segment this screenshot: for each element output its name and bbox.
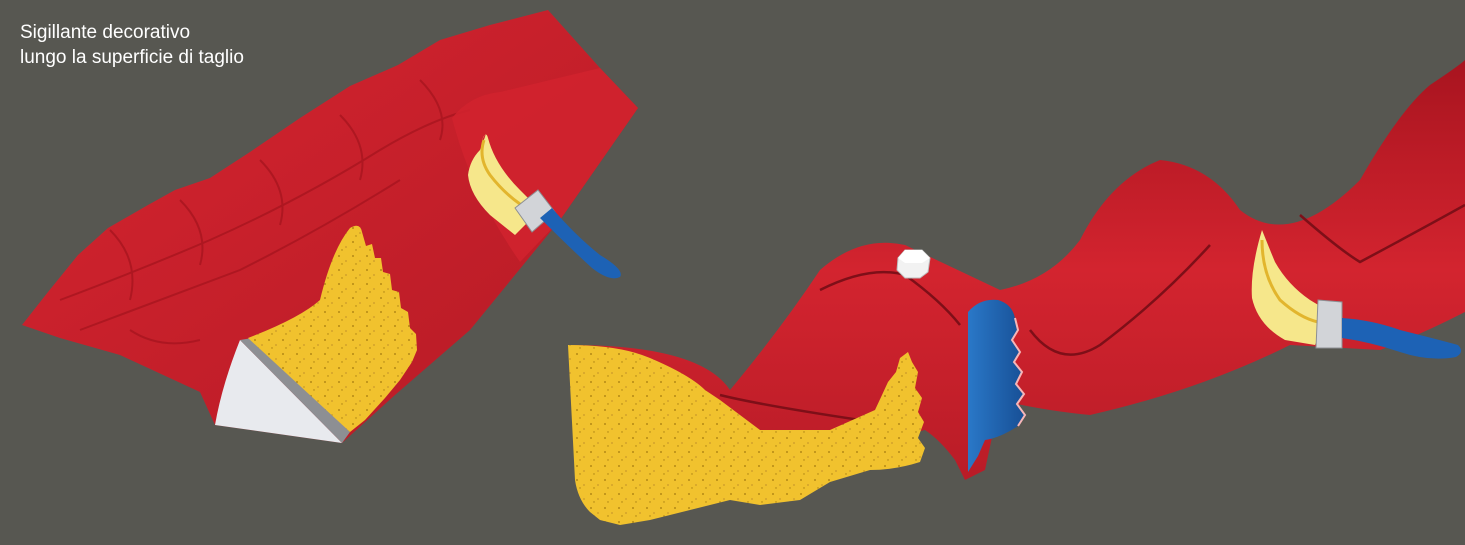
- right-brush-ferrule: [1316, 300, 1342, 348]
- caption-line-1: Sigillante decorativo: [20, 20, 244, 45]
- left-brush-handle: [540, 208, 621, 278]
- screw-cap-icon: [897, 250, 930, 278]
- caption: Sigillante decorativo lungo la superfici…: [20, 20, 244, 70]
- caption-line-2: lungo la superficie di taglio: [20, 45, 244, 70]
- left-roof-panel: [22, 10, 638, 443]
- right-roof-panel: [568, 60, 1465, 525]
